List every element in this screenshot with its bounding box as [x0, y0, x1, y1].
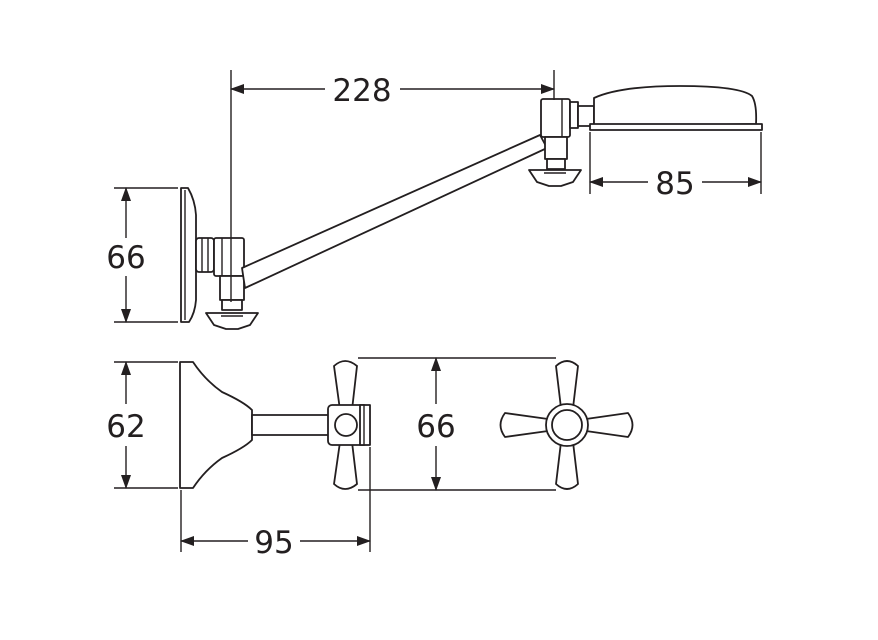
- head-connector: [569, 101, 595, 129]
- left-cross-handle: [327, 360, 371, 490]
- wall-connector-nut: [195, 237, 215, 273]
- swivel-arm: [241, 134, 548, 289]
- label-arm-reach: 228: [332, 73, 391, 109]
- dimension-head-width: 85: [589, 132, 762, 202]
- side-view: [180, 85, 763, 330]
- right-cross-handle: [499, 360, 634, 490]
- dimension-flange-height-top: 62: [106, 361, 178, 489]
- label-head-width: 85: [655, 166, 694, 202]
- lower-swivel-joint: [205, 237, 259, 330]
- dimension-handle-span: 66: [358, 357, 556, 491]
- label-flange-height-side: 66: [106, 240, 145, 276]
- shower-head: [589, 85, 763, 131]
- swivel-arm-top: [251, 414, 333, 436]
- dimension-projection: 95: [180, 447, 371, 561]
- wall-flange-top: [179, 361, 253, 489]
- wall-flange-side: [180, 187, 197, 323]
- upper-swivel-joint: [528, 98, 582, 187]
- label-projection: 95: [254, 525, 293, 561]
- dimension-arm-reach: 228: [230, 70, 555, 302]
- top-view: [179, 360, 634, 490]
- label-handle-span: 66: [416, 409, 455, 445]
- label-flange-height-top: 62: [106, 409, 145, 445]
- dimension-flange-height-side: 66: [106, 187, 178, 323]
